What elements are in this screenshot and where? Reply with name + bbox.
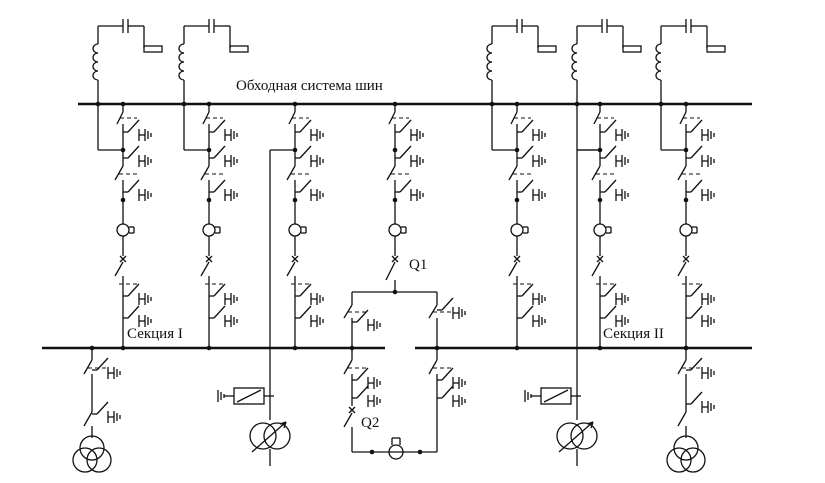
- breaker-symbol: [348, 406, 356, 414]
- feeder-bay: [486, 19, 557, 351]
- earthing-switch: [209, 119, 238, 141]
- earthing-switch: [517, 305, 546, 327]
- earthing-switch: [686, 283, 715, 305]
- line-trap: [655, 19, 726, 104]
- breaker-symbol: [391, 255, 399, 263]
- earthing-switch: [600, 145, 629, 167]
- earthing-switch: [600, 119, 629, 141]
- earthing-switch: [686, 305, 715, 327]
- earthing-switch: [517, 283, 546, 305]
- earthing-switch: [517, 179, 546, 201]
- earthing-switch: [92, 401, 121, 423]
- section-2-label: Секция II: [603, 326, 664, 342]
- breaker-symbol: [682, 255, 690, 263]
- current-transformer: [202, 223, 221, 237]
- earthing-switch: [686, 145, 715, 167]
- earthing-switch: [209, 145, 238, 167]
- earthing-switch: [600, 283, 629, 305]
- line-trap: [178, 19, 249, 104]
- earthing-switch: [92, 357, 121, 379]
- section-1-label: Секция I: [127, 326, 183, 342]
- transformer-lead-1: [269, 149, 295, 420]
- three-winding-transformer: [72, 435, 112, 473]
- earthing-switch: [295, 283, 324, 305]
- feeder-bay: [571, 19, 642, 351]
- earthing-switch: [352, 385, 381, 407]
- three-winding-transformer: [666, 435, 706, 473]
- earthing-switch: [295, 145, 324, 167]
- earthing-switch: [123, 305, 152, 327]
- earthing-switch: [395, 145, 424, 167]
- breaker-symbol: [513, 255, 521, 263]
- feeder-bay: [286, 101, 324, 351]
- earthing-switch: [123, 283, 152, 305]
- earthing-switch: [123, 119, 152, 141]
- earthing-switch: [295, 305, 324, 327]
- breaker-symbol: [119, 255, 127, 263]
- transformer-bay-right: [666, 345, 715, 473]
- earthing-switch: [517, 145, 546, 167]
- breaker-symbol: [291, 255, 299, 263]
- current-transformer: [593, 223, 612, 237]
- earthing-switch: [352, 309, 381, 331]
- earthing-switch: [123, 179, 152, 201]
- transformer-bay-left: [72, 345, 121, 473]
- breaker-symbol: [596, 255, 604, 263]
- feeder-bay: [655, 19, 726, 351]
- surge-arrester: [524, 387, 581, 405]
- breaker-q2-label: Q2: [361, 415, 380, 431]
- bypass-bus-label: Обходная система шин: [236, 78, 383, 94]
- coupler-current-transformer: [388, 444, 404, 460]
- current-transformer: [679, 223, 698, 237]
- earthing-switch: [295, 119, 324, 141]
- earthing-switch: [600, 179, 629, 201]
- two-winding-transformer: [556, 421, 598, 466]
- earthing-switch: [600, 305, 629, 327]
- earthing-switch: [686, 391, 715, 413]
- earthing-switch: [686, 357, 715, 379]
- line-trap: [486, 19, 557, 104]
- feeder-bay: [92, 19, 163, 351]
- earthing-switch: [437, 385, 466, 407]
- earthing-switch: [686, 119, 715, 141]
- earthing-switch: [437, 367, 466, 389]
- line-trap: [571, 19, 642, 104]
- current-transformer: [510, 223, 529, 237]
- bottom-equipment: [72, 149, 715, 473]
- earthing-switch: [395, 119, 424, 141]
- breaker-q1-label: Q1: [409, 257, 428, 273]
- two-winding-transformer: [249, 421, 291, 466]
- earthing-switch: [517, 119, 546, 141]
- current-transformer: [116, 223, 135, 237]
- earthing-switch: [395, 179, 424, 201]
- earthing-switch: [295, 179, 324, 201]
- earthing-switch: [123, 145, 152, 167]
- feeder-bay: [386, 101, 424, 263]
- earthing-switch: [437, 297, 466, 319]
- earthing-switch: [209, 283, 238, 305]
- line-trap: [92, 19, 163, 104]
- current-transformer: [288, 223, 307, 237]
- bus-lines: [42, 102, 752, 350]
- feeder-bays: [92, 19, 726, 351]
- surge-arrester: [217, 387, 274, 405]
- transformer-lead-2: [576, 149, 600, 420]
- feeder-bay: [178, 19, 249, 351]
- earthing-switch: [209, 305, 238, 327]
- earthing-switch: [209, 179, 238, 201]
- earthing-switch: [352, 367, 381, 389]
- earthing-switch: [686, 179, 715, 201]
- current-transformer: [388, 223, 407, 237]
- breaker-symbol: [205, 255, 213, 263]
- bus-coupler-bay: [343, 261, 466, 460]
